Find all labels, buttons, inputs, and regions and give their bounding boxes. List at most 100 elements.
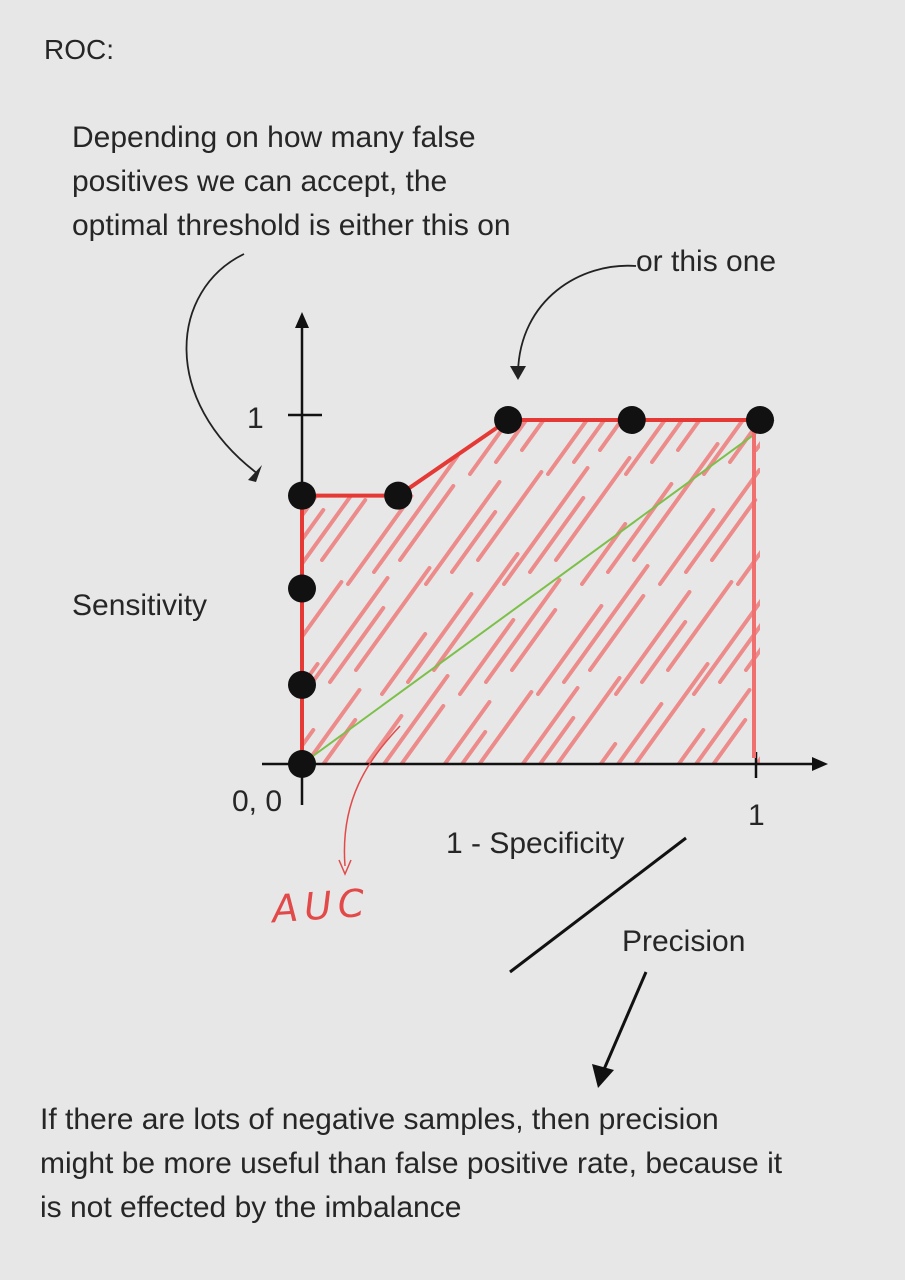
auc-shading (0, 334, 905, 828)
auc-hatch-stroke (406, 592, 474, 684)
auc-hatch-stroke (354, 566, 432, 672)
auc-hatch-stroke (570, 742, 618, 764)
auc-hatch-stroke (702, 420, 760, 476)
auc-hatch-stroke (868, 472, 905, 560)
auc-hatch-stroke (468, 420, 526, 476)
auc-hatch-stroke (156, 784, 179, 816)
auc-hatch-stroke (606, 482, 674, 574)
auc-hatch-stroke (18, 700, 31, 718)
roc-threshold-point (288, 670, 316, 699)
auc-hatch-stroke (148, 676, 161, 694)
auc-hatch-stroke (640, 620, 688, 684)
auc-hatch-stroke (546, 420, 614, 476)
auc-hatch-stroke (834, 334, 905, 450)
threshold-note-line: optimal threshold is either this on (72, 209, 511, 242)
roc-threshold-point (288, 481, 316, 510)
roc-curve (300, 418, 760, 764)
auc-hatch-stroke (744, 566, 760, 672)
auc-hatch-stroke (362, 674, 450, 764)
auc-hatch-stroke (598, 420, 656, 452)
alternate-threshold-note: or this one (636, 245, 777, 278)
auc-hatch-stroke (104, 758, 137, 804)
auc-hatch-stroke (302, 508, 326, 586)
auc-hatch-stroke (0, 634, 35, 694)
auc-hatch-stroke (36, 552, 59, 584)
imbalance-note-line: is not effected by the imbalance (40, 1191, 462, 1224)
auc-hatch-stroke (832, 732, 875, 792)
auc-hatch-stroke (52, 768, 95, 828)
auc-hatch-stroke (398, 484, 456, 562)
auc-hatch-stroke (520, 420, 568, 452)
auc-hatch-stroke (132, 426, 175, 486)
auc-hatch-stroke (54, 440, 87, 486)
auc-hatch-stroke (650, 420, 698, 464)
auc-hatch-stroke (752, 674, 760, 764)
auc-hatch-stroke (440, 730, 488, 764)
auc-hatch-stroke (346, 494, 414, 586)
roc-threshold-point (288, 574, 316, 603)
threshold-note-line: positives we can accept, the (72, 165, 448, 198)
precision-arrow (600, 971, 648, 1075)
threshold-note-line: Depending on how many false (72, 121, 476, 154)
auc-hatch-stroke (860, 400, 905, 474)
auc-hatch-stroke (192, 524, 235, 584)
precision-arrow-head-icon (592, 1064, 614, 1088)
roc-threshold-point (288, 750, 316, 778)
auc-hatch-stroke (28, 480, 41, 498)
auc-hatch-stroke (764, 456, 848, 572)
auc-hatch-stroke (26, 772, 49, 804)
auc-hatch-stroke (96, 686, 119, 718)
y-axis-arrow-icon (295, 312, 309, 328)
auc-hatch-stroke (876, 580, 905, 682)
y-axis-label: Sensitivity (72, 589, 208, 622)
auc-hatch-stroke (518, 716, 576, 764)
roc-threshold-point (746, 406, 774, 434)
auc-hatch-stroke (200, 632, 253, 706)
auc-hatch-stroke (302, 576, 390, 696)
auc-hatch-stroke (502, 466, 590, 586)
auc-hatch-stroke (226, 592, 299, 694)
auc-hatch-stroke (364, 420, 442, 452)
roc-threshold-point (494, 406, 523, 434)
y-tick-label: 1 (247, 402, 264, 435)
auc-hatch-stroke (70, 690, 73, 694)
threshold-note: Depending on how many false positives we… (72, 116, 511, 248)
auc-hatch-stroke (432, 552, 520, 672)
auc-hatch-stroke (886, 360, 905, 462)
auc-hatch-stroke (510, 608, 558, 672)
auc-hatch-stroke (0, 812, 3, 816)
auc-hatch-stroke (328, 606, 386, 684)
auc-hatch-stroke (302, 728, 316, 764)
auc-hatch-stroke (372, 454, 460, 574)
auc-hatch-stroke (10, 592, 13, 596)
auc-hatch-stroke (492, 686, 580, 764)
auc-hatch-stroke (380, 632, 428, 696)
auc-hatch-stroke (674, 688, 752, 764)
auc-hatch-stroke (666, 580, 734, 672)
auc-hatch-stroke (476, 470, 544, 562)
auc-hatch-stroke (676, 420, 744, 452)
auc-hatch-stroke (850, 620, 903, 694)
auc-hatch-stroke (700, 718, 748, 764)
auc-hatch-stroke (106, 466, 129, 498)
auc-hatch-stroke (494, 420, 572, 464)
auc-hatch-stroke (806, 702, 879, 804)
auc-hatch-stroke (736, 494, 760, 586)
auc-hatch-stroke (858, 692, 905, 780)
x-axis-arrow-icon (812, 757, 828, 771)
auc-hatch-stroke (414, 700, 492, 764)
auc-hatch-stroke (632, 442, 720, 562)
auc-hatch-stroke (726, 714, 760, 764)
auc-hatch-stroke (218, 520, 281, 608)
auc-hatch-stroke (782, 414, 825, 474)
auc-hatch-stroke (824, 554, 905, 670)
auc-hatch-stroke (2, 414, 45, 474)
auc-hatch-stroke (842, 512, 885, 572)
auc-hatch-stroke (808, 374, 871, 462)
auc-hatch-stroke (44, 660, 77, 706)
auc-hatch-stroke (466, 690, 534, 764)
auc-hatch-stroke (416, 420, 484, 464)
x-axis-label: 1 - Specificity (446, 827, 625, 860)
auc-hatch-stroke (208, 704, 271, 792)
